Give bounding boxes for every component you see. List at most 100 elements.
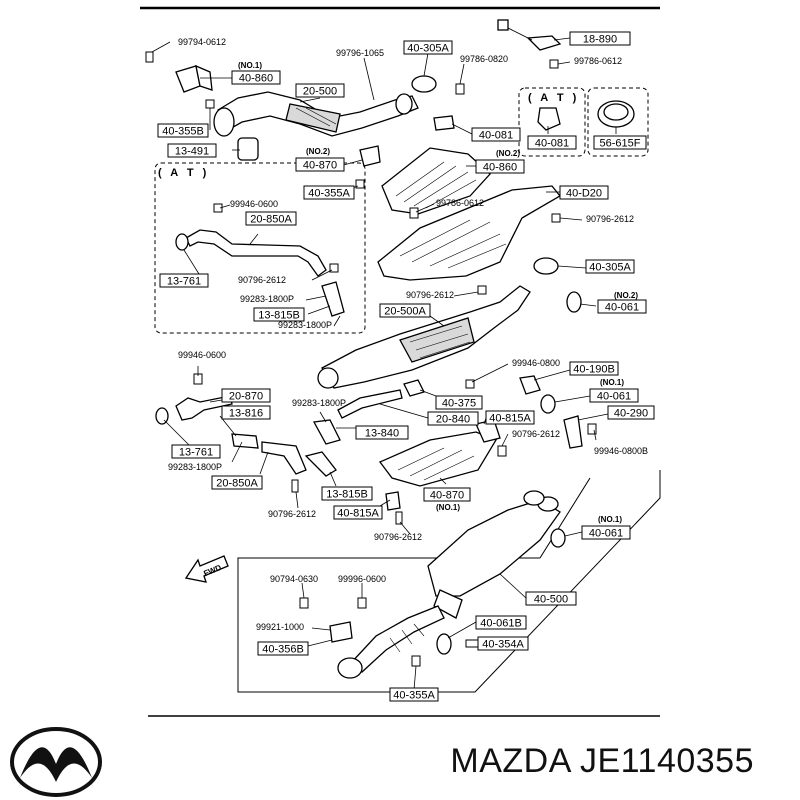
gasket-13-491 [237, 137, 259, 161]
rear-heat-shield [378, 431, 497, 487]
part-callout-13-815b: 13-815B [321, 486, 373, 501]
intermediate-pipe [337, 605, 445, 679]
bracket-40-815A-lower [385, 491, 401, 511]
plug-inner [603, 103, 629, 121]
hose-13-815B-lower [304, 451, 337, 477]
front-pipe [213, 91, 419, 137]
svg-text:13-840: 13-840 [365, 428, 399, 440]
part-callout-56-615f: 56-615F [593, 135, 647, 150]
pipe-20-840 [337, 389, 403, 419]
part-number-99946-0600: 99946-0600 [178, 350, 226, 360]
part-number-99921-1000: 99921-1000 [256, 622, 304, 632]
gasket-40-305A-mid [533, 257, 559, 275]
part-callout-40-354a: 40-354A [477, 636, 529, 651]
position-note: (NO.2) [306, 147, 330, 156]
hose-13-816 [231, 433, 259, 449]
part-number-99786-0820: 99786-0820 [460, 54, 508, 64]
part-callout-40-356b: 40-356B [257, 641, 309, 656]
part-number-90796-2612: 90796-2612 [406, 290, 454, 300]
part-number-90796-2612: 90796-2612 [268, 509, 316, 519]
leader-lines [151, 37, 617, 691]
svg-text:40-870: 40-870 [303, 160, 337, 172]
bolts [145, 51, 597, 667]
bracket-40-190B [519, 375, 541, 395]
manifold-heat-shield [175, 64, 213, 93]
position-note: (NO.1) [598, 515, 622, 524]
svg-text:40-081: 40-081 [535, 138, 569, 150]
svg-text:40-061: 40-061 [597, 391, 631, 403]
svg-text:20-840: 20-840 [436, 414, 470, 426]
svg-text:40-355A: 40-355A [308, 188, 350, 200]
svg-text:40-375: 40-375 [442, 398, 476, 410]
svg-text:20-870: 20-870 [229, 391, 263, 403]
rear-muffler [427, 490, 561, 619]
part-callout-40-355a: 40-355A [303, 185, 355, 200]
part-number-90796-2612: 90796-2612 [512, 429, 560, 439]
mazda-logo [10, 727, 102, 797]
part-number-90796-2612: 90796-2612 [238, 275, 286, 285]
part-callout-40-d20: 40-D20 [559, 185, 609, 200]
part-callout-40-375: 40-375 [435, 395, 483, 410]
svg-text:40-870: 40-870 [430, 490, 464, 502]
svg-text:40-061: 40-061 [589, 528, 623, 540]
hanger-40-081-at [537, 107, 561, 131]
position-note: (NO.2) [614, 291, 638, 300]
part-number-99996-0600: 99996-0600 [338, 574, 386, 584]
clamp-40-356B [329, 621, 353, 643]
flange-40-061-no1-upper [540, 394, 556, 414]
part-callout-40-061: 40-061 [581, 525, 631, 540]
hanger-40-081 [433, 115, 455, 131]
svg-text:40-081: 40-081 [479, 130, 513, 142]
part-callout-40-061: 40-061 [597, 299, 647, 314]
pipe-20-850A-lower [261, 441, 307, 475]
position-note: (NO.1) [436, 503, 460, 512]
position-note: (NO.1) [238, 61, 262, 70]
part-number-99283-1800p: 99283-1800P [278, 320, 332, 330]
svg-text:40-355B: 40-355B [162, 126, 204, 138]
part-callout-20-850a: 20-850A [211, 475, 263, 490]
svg-text:40-500: 40-500 [534, 594, 568, 606]
oxygen-sensor [497, 19, 562, 51]
part-callout-13-840: 13-840 [355, 425, 409, 440]
hanger-40-375 [403, 379, 425, 397]
part-callout-20-850a: 20-850A [245, 211, 297, 226]
svg-text:40-290: 40-290 [614, 408, 648, 420]
svg-text:40-305A: 40-305A [407, 43, 449, 55]
at-group-frame [154, 162, 366, 334]
part-number-99283-1800p: 99283-1800P [292, 398, 346, 408]
svg-text:40-305A: 40-305A [589, 262, 631, 274]
part-number-99946-0600: 99946-0600 [230, 199, 278, 209]
part-number-90796-2612: 90796-2612 [374, 532, 422, 542]
part-number-90794-0630: 90794-0630 [270, 574, 318, 584]
flange-40-061-no1-rear [550, 528, 566, 548]
part-callout-40-860: 40-860 [475, 159, 525, 174]
part-callout-40-500: 40-500 [525, 591, 577, 606]
at-box-small [518, 87, 586, 157]
part-callout-40-061: 40-061 [589, 388, 639, 403]
svg-text:40-061B: 40-061B [480, 618, 522, 630]
svg-text:20-850A: 20-850A [216, 478, 258, 490]
position-note: (NO.2) [496, 149, 520, 158]
part-number-99283-1800p: 99283-1800P [240, 294, 294, 304]
svg-text:40-356B: 40-356B [262, 644, 304, 656]
part-callout-40-081: 40-081 [527, 135, 577, 150]
part-callout-20-500: 20-500 [295, 83, 345, 98]
svg-text:13-761: 13-761 [167, 276, 201, 288]
flange-40-061B [436, 633, 452, 655]
part-callout-13-761: 13-761 [159, 273, 209, 288]
hose-13-840 [312, 419, 341, 445]
part-callout-13-815b: 13-815B [253, 307, 305, 322]
part-callout-20-840: 20-840 [427, 411, 479, 426]
part-number-99946-0800b: 99946-0800B [594, 446, 648, 456]
svg-text:20-500: 20-500 [303, 86, 337, 98]
footer-part-title: MAZDA JE1140355 [450, 742, 754, 780]
svg-text:40-061: 40-061 [605, 302, 639, 314]
svg-text:18-890: 18-890 [583, 34, 617, 46]
part-callout-13-761: 13-761 [171, 444, 221, 459]
part-number-99946-0800: 99946-0800 [512, 358, 560, 368]
part-number-90796-2612: 90796-2612 [586, 214, 634, 224]
svg-text:40-354A: 40-354A [482, 639, 524, 651]
part-callout-40-190b: 40-190B [569, 361, 619, 376]
part-callout-40-355b: 40-355B [157, 123, 209, 138]
